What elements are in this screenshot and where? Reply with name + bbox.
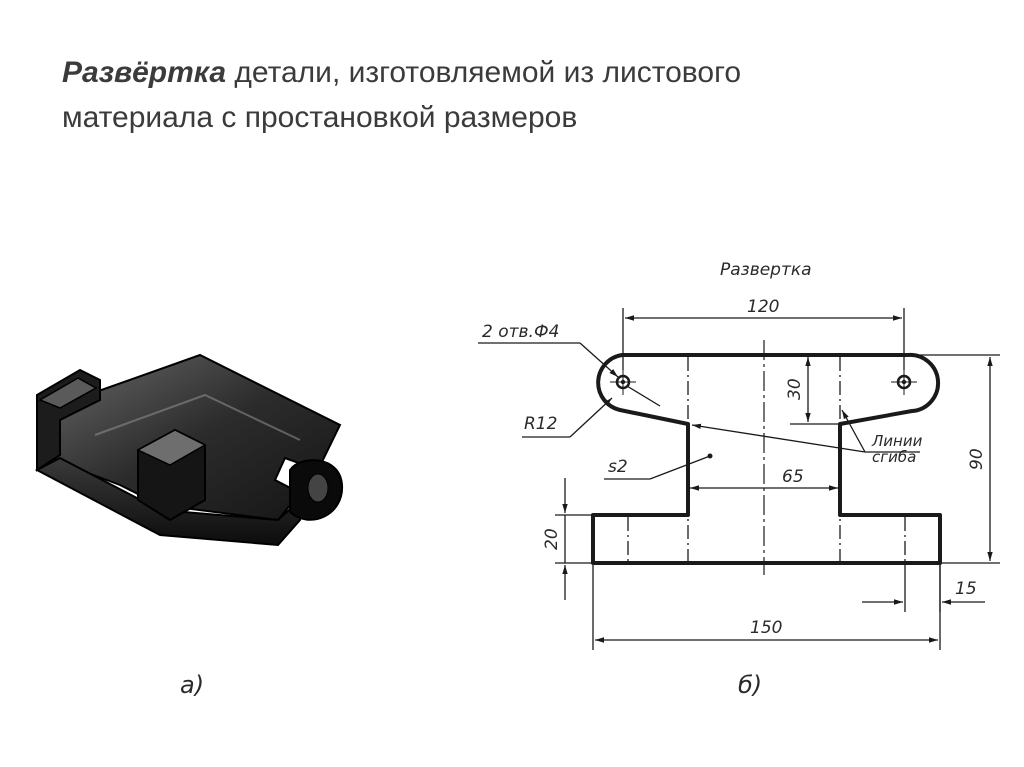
leader-radius xyxy=(522,397,613,438)
dim-base-height xyxy=(555,478,593,600)
part-center-tab-top xyxy=(136,429,207,466)
leader-thickness xyxy=(604,455,711,480)
leader-thickness-dot xyxy=(707,453,713,459)
dim-top-width-value: 120 xyxy=(747,297,779,317)
dim-total-height xyxy=(920,354,1000,564)
dim-neck-width-value: 65 xyxy=(782,467,804,487)
label-radius: R12 xyxy=(524,414,557,434)
title-rest: детали, изготовляемой из листового xyxy=(226,56,742,89)
label-thickness: s2 xyxy=(608,457,628,477)
dim-base-width-value: 150 xyxy=(750,618,782,638)
dim-base-height-value: 20 xyxy=(542,528,562,550)
dim-tab-height xyxy=(790,357,840,425)
title-emphasis: Развёртка xyxy=(62,56,227,89)
pattern-outline xyxy=(591,352,942,565)
part-left-flange-face xyxy=(38,377,98,409)
dim-base-width xyxy=(592,565,941,650)
bend-lines xyxy=(627,357,906,561)
slide-title: Развёртка детали, изготовляемой из листо… xyxy=(62,50,962,140)
dim-total-height-value: 90 xyxy=(967,448,987,470)
hole-right xyxy=(891,369,917,395)
isometric-part xyxy=(34,353,344,547)
leader-holes xyxy=(478,342,661,407)
part-plate-highlight xyxy=(94,393,301,441)
dim-side-offset-value: 15 xyxy=(955,579,977,599)
hole-left xyxy=(610,369,636,395)
label-bend-lines-1: Линии xyxy=(871,432,923,450)
title-line-2: материала с простановкой размеров xyxy=(62,101,578,134)
dim-top-width xyxy=(622,308,905,370)
caption-a: а) xyxy=(180,671,204,699)
label-holes: 2 отв.Ф4 xyxy=(482,322,559,342)
label-bend-lines-2: сгиба xyxy=(872,448,916,466)
flat-pattern: Развертка 12 xyxy=(478,260,1000,650)
part-roll-highlight xyxy=(307,473,329,503)
leader-bend-lines xyxy=(691,409,920,453)
caption-b: б) xyxy=(738,671,762,699)
pattern-heading: Развертка xyxy=(720,260,812,280)
dim-tab-height-value: 30 xyxy=(785,378,805,400)
